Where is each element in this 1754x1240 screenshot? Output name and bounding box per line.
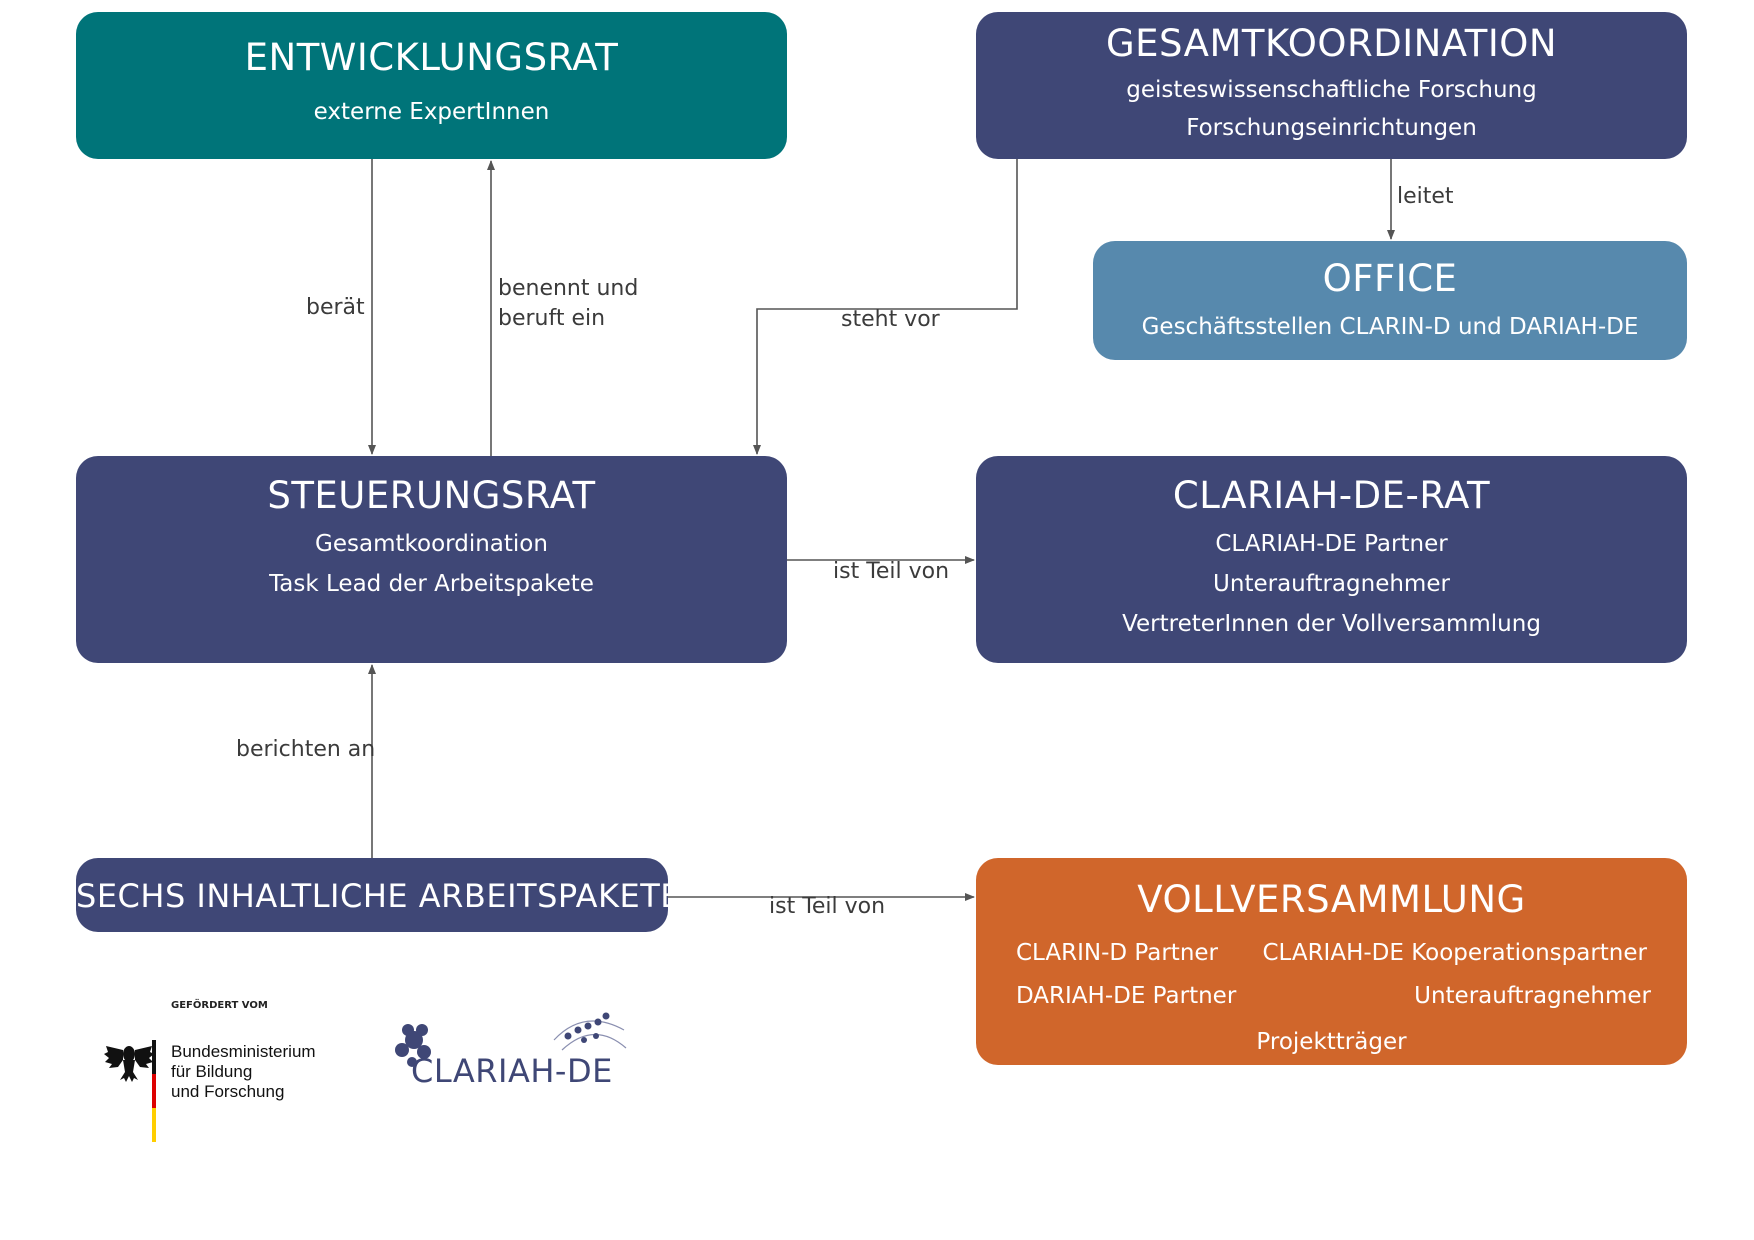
federal-eagle-icon [104,1046,154,1082]
office-box: OFFICE Geschäftsstellen CLARIN-D und DAR… [1093,241,1687,360]
gesamtkoordination-line: Forschungseinrichtungen [1186,115,1477,141]
arbeitspakete-box: SECHS INHALTLICHE ARBEITSPAKETE [76,858,681,932]
vollversammlung-member: CLARIN-D Partner [1016,940,1219,966]
ministry-name-line: und Forschung [171,1082,285,1101]
edge-label-leitet: leitet [1397,184,1454,209]
vollversammlung-member: DARIAH-DE Partner [1016,983,1237,1009]
flag-stripe-gold [152,1108,156,1142]
funding-label: GEFÖRDERT VOM [171,1000,268,1011]
clariah-rat-line: CLARIAH-DE Partner [1215,531,1448,557]
clariah-rat-line: Unterauftragnehmer [1213,571,1450,597]
gesamtkoordination-box: GESAMTKOORDINATION geisteswissenschaftli… [976,12,1687,159]
flag-stripe-black [152,1040,156,1074]
vollversammlung-member: Projektträger [1256,1029,1407,1055]
gesamtkoordination-line: geisteswissenschaftliche Forschung [1126,77,1537,103]
vollversammlung-box: VOLLVERSAMMLUNG CLARIN-D Partner CLARIAH… [976,858,1687,1065]
entwicklungsrat-line: externe ExpertInnen [313,99,550,125]
edge-label-berichten-an: berichten an [236,737,376,762]
clariah-rat-line: VertreterInnen der Vollversammlung [1122,611,1541,637]
steuerungsrat-box: STEUERUNGSRAT Gesamtkoordination Task Le… [76,456,787,663]
office-title: OFFICE [1322,257,1458,300]
arbeitspakete-title: SECHS INHALTLICHE ARBEITSPAKETE [76,877,681,915]
arrow-steht-vor [753,159,1018,455]
flag-stripe-red [152,1074,156,1108]
clariah-logo-text: CLARIAH-DE [411,1052,613,1090]
steuerungsrat-title: STEUERUNGSRAT [267,474,596,517]
edge-label-benennt-1: benennt und [498,276,639,301]
edge-label-steht-vor: steht vor [841,307,940,332]
office-line: Geschäftsstellen CLARIN-D und DARIAH-DE [1141,314,1639,340]
clariah-logo-icon [395,1012,627,1067]
edge-label-benennt-2: beruft ein [498,306,606,331]
ministry-name-line: für Bildung [171,1062,253,1081]
vollversammlung-member: CLARIAH-DE Kooperationspartner [1262,940,1647,966]
vollversammlung-title: VOLLVERSAMMLUNG [1137,878,1526,921]
entwicklungsrat-title: ENTWICKLUNGSRAT [244,36,619,79]
vollversammlung-member: Unterauftragnehmer [1414,983,1651,1009]
gesamtkoordination-title: GESAMTKOORDINATION [1105,22,1558,65]
edge-label-beraet: berät [306,295,365,320]
steuerungsrat-line: Gesamtkoordination [315,531,548,557]
edge-label-ist-teil-von: ist Teil von [769,894,886,919]
clariah-rat-title: CLARIAH-DE-RAT [1172,474,1491,517]
edge-label-ist-teil-von: ist Teil von [833,559,950,584]
clariah-rat-box: CLARIAH-DE-RAT CLARIAH-DE Partner Untera… [976,456,1687,663]
ministry-name-line: Bundesministerium [171,1042,316,1061]
steuerungsrat-line: Task Lead der Arbeitspakete [269,571,594,597]
entwicklungsrat-box: ENTWICKLUNGSRAT externe ExpertInnen [76,12,787,159]
